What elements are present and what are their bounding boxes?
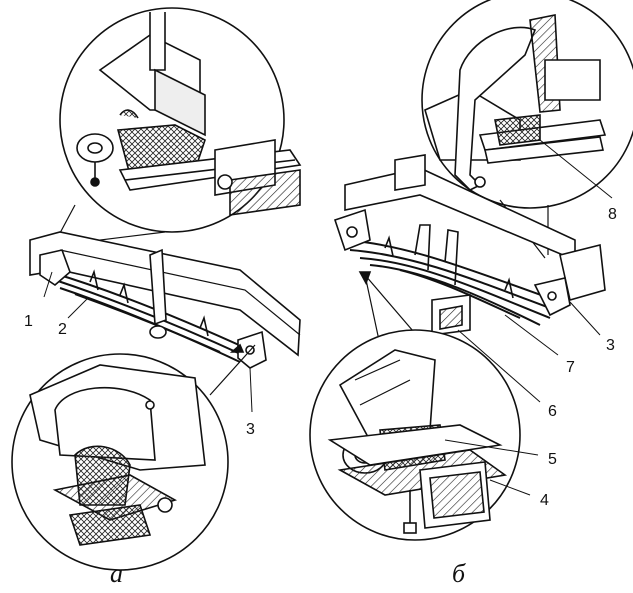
callout-label: 4 [540, 492, 549, 509]
variant-b-illustration [309, 0, 633, 541]
callout-label: 5 [548, 451, 557, 468]
callout-label: 2 [58, 321, 67, 338]
variant-a-spring-assembly [29, 231, 301, 369]
callout-label: 8 [608, 206, 617, 223]
callout-label: 3 [246, 421, 255, 438]
callout-label: 6 [548, 403, 557, 420]
variant-a-caption: а [110, 559, 123, 588]
variant-b-caption: б [452, 559, 466, 588]
callout-label: 3 [606, 337, 615, 354]
variant-b-callouts: 3 4 5 6 7 8 [444, 139, 617, 509]
variant-a-illustration [11, 7, 302, 571]
callout-label: 1 [24, 313, 33, 330]
callout-label: 7 [566, 359, 575, 376]
variant-b-spring-assembly [333, 154, 606, 336]
variant-b-bottom-detail [309, 329, 521, 541]
variant-a-callouts: 1 2 3 [24, 271, 255, 438]
variant-a-top-detail [59, 7, 302, 233]
variant-b-top-detail [421, 0, 633, 209]
variant-a-bottom-detail [11, 353, 229, 571]
